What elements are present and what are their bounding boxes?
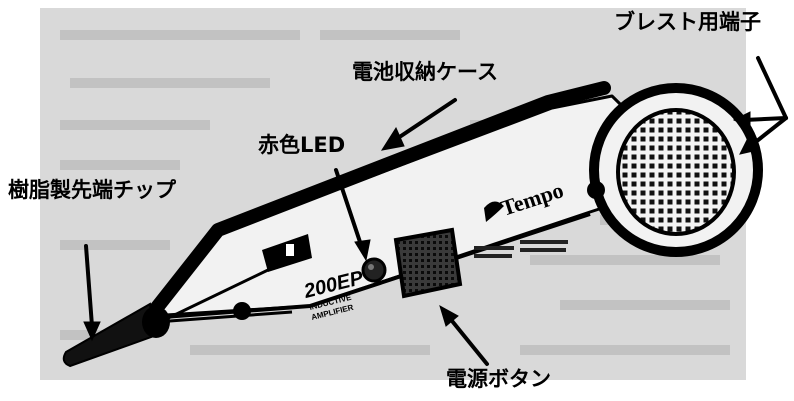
battery-case-arrow-head — [380, 126, 405, 151]
terminal-arrow-lower-line — [746, 116, 788, 150]
tip-lower-line — [155, 310, 293, 324]
label-resin-tip: 樹脂製先端チップ — [8, 178, 176, 202]
power-button-arrow-line — [446, 314, 489, 366]
tip-arrow-line — [84, 244, 94, 328]
battery-case-arrow-line — [393, 98, 457, 142]
red-led-arrow-head — [354, 239, 371, 262]
label-red-led: 赤色LED — [258, 133, 346, 157]
red-led — [361, 257, 387, 283]
front-window-mark — [286, 244, 294, 256]
battery-case-edge — [148, 81, 611, 317]
screw-hole-right — [587, 181, 605, 199]
tip-arrow-head — [83, 321, 101, 342]
tempo-logo-icon — [484, 201, 504, 222]
terminal-arrow-upper-line — [742, 116, 788, 122]
terminal-arrow-upper-head — [732, 111, 751, 129]
power-button-arrow-head — [439, 304, 459, 327]
screw-hole-left — [233, 302, 251, 320]
label-power-button: 電源ボタン — [446, 367, 551, 391]
red-led-arrow-line — [334, 168, 364, 250]
terminal-arrow-outer-line — [756, 56, 788, 120]
label-breast-terminal: ブレスト用端子 — [614, 10, 761, 34]
leader-arrows — [83, 56, 788, 366]
resin-tip — [62, 302, 156, 368]
red-led-highlight — [368, 264, 374, 270]
breast-terminal-grille — [616, 108, 736, 236]
terminal-arrow-lower-head — [739, 137, 759, 155]
device-bottom-edge — [149, 212, 591, 320]
patent-text-block — [474, 240, 568, 258]
label-battery-case: 電池収納ケース — [352, 60, 498, 84]
tip-upper-line — [159, 268, 269, 324]
power-button — [393, 227, 463, 299]
